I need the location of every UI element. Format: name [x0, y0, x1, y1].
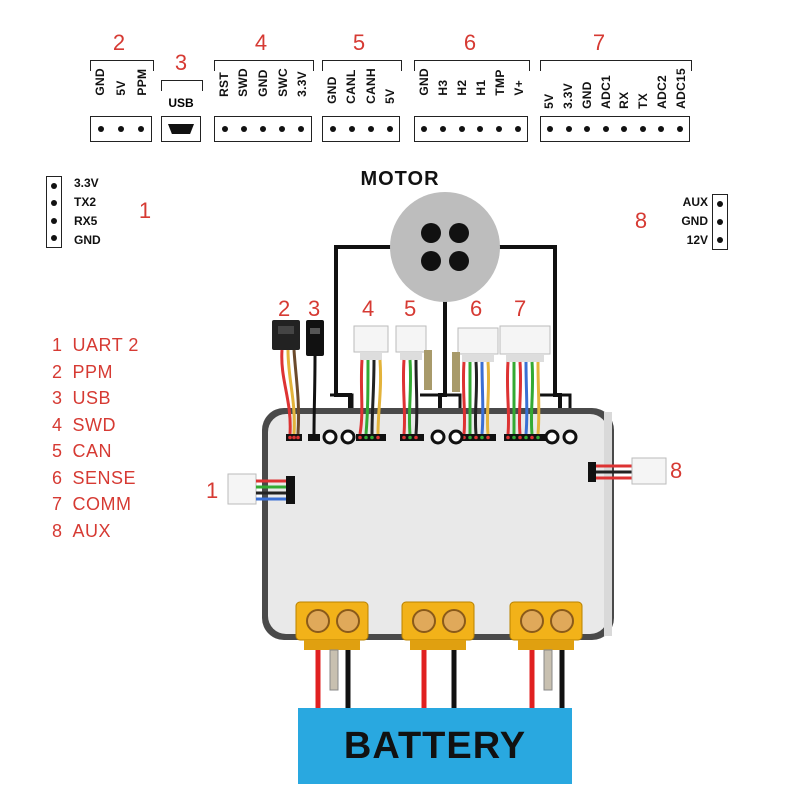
- header-2-bracket: [90, 60, 154, 71]
- cable-label: 4: [362, 296, 375, 321]
- usb-cable: [306, 320, 324, 435]
- usb-port-icon: [161, 116, 201, 142]
- pin-label: GND: [74, 233, 101, 247]
- header-4-bracket: [214, 60, 314, 71]
- motor-label: MOTOR: [360, 168, 440, 190]
- cable-label: 3: [308, 296, 321, 321]
- header-2-connector: [90, 116, 152, 142]
- pin-label: USB: [168, 96, 194, 110]
- swd-cable: [353, 325, 389, 435]
- aux-pins: AUX GND 12V: [672, 193, 708, 250]
- xt60-connector: [509, 601, 583, 650]
- cable-label: 7: [514, 296, 527, 321]
- aux-cable: [588, 457, 667, 485]
- cable-label: 2: [278, 296, 291, 321]
- header-4-number: 4: [254, 30, 268, 55]
- header-5-connector: [322, 116, 400, 142]
- cable-label: 6: [470, 296, 483, 321]
- header-2-number: 2: [112, 30, 126, 55]
- pin-label: GND: [681, 214, 708, 228]
- header-6-connector: [414, 116, 528, 142]
- pin-label: AUX: [682, 195, 708, 209]
- xt60-connector: [401, 601, 475, 650]
- pin-label: 12V: [686, 233, 708, 247]
- sense-cable: [452, 327, 499, 435]
- uart-cable: [227, 473, 295, 505]
- uart-connector: [46, 176, 62, 248]
- bullet-terminals: [329, 649, 553, 691]
- cable-label: 8: [670, 458, 683, 483]
- xt60-connectors: [295, 601, 583, 650]
- header-3-number: 3: [174, 50, 188, 75]
- header-3-bracket: [161, 80, 203, 91]
- esc-board: [262, 408, 614, 640]
- comm-cable: [499, 325, 551, 435]
- uart-pins: 3.3V TX2 RX5 GND: [74, 174, 101, 250]
- header-5-number: 5: [352, 30, 366, 55]
- header-6-number: 6: [463, 30, 477, 55]
- header-7-connector: [540, 116, 690, 142]
- pin-label: RX5: [74, 214, 98, 228]
- header-7-number: 7: [592, 30, 606, 55]
- header-7-bracket: [540, 60, 692, 71]
- motor-pads: [322, 429, 578, 445]
- motor-icon: [390, 192, 500, 302]
- pin-label: TX2: [74, 195, 97, 209]
- pin-label: 3.3V: [74, 176, 99, 190]
- aux-number: 8: [634, 208, 648, 233]
- battery-leads: [315, 650, 565, 708]
- ppm-cable: [272, 320, 301, 435]
- header-3-pins: USB: [161, 96, 201, 110]
- header-6-bracket: [414, 60, 530, 71]
- aux-connector: [712, 194, 728, 250]
- battery: BATTERY: [298, 708, 572, 784]
- cable-label: 1: [206, 478, 219, 503]
- board-sockets: [286, 434, 548, 441]
- cable-label: 5: [404, 296, 417, 321]
- header-4-connector: [214, 116, 312, 142]
- uart-number: 1: [138, 198, 152, 223]
- can-cable: [395, 325, 432, 435]
- xt60-connector: [295, 601, 369, 650]
- header-5-bracket: [322, 60, 402, 71]
